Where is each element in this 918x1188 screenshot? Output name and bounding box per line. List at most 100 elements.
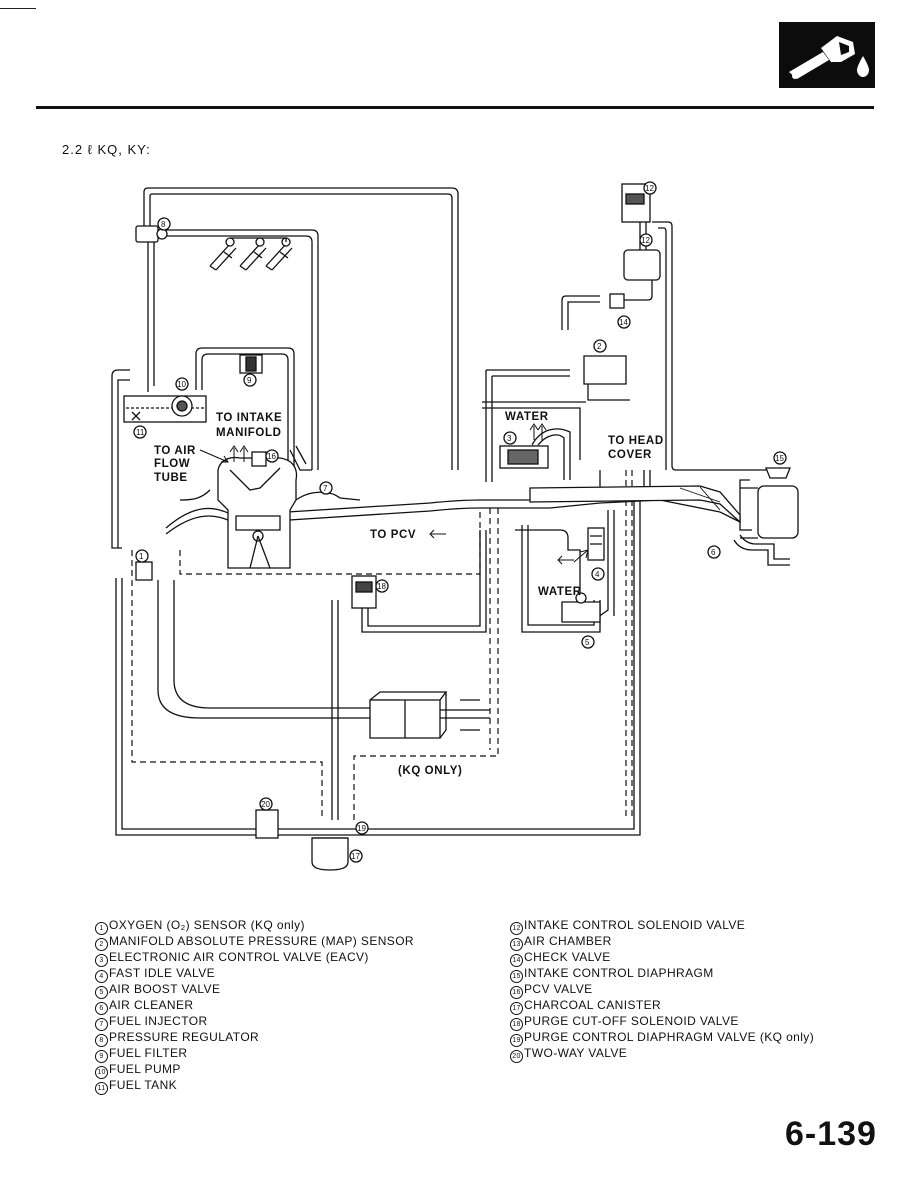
label-to-pcv: TO PCV [370, 529, 416, 541]
page-number: 6-139 [785, 1115, 877, 1153]
intake-control-diaphragm [765, 467, 791, 479]
intake-manifold-pipe [529, 485, 741, 524]
legend-number-badge: 19 [510, 1034, 523, 1047]
svg-text:11: 11 [136, 428, 145, 437]
svg-text:5: 5 [585, 638, 590, 647]
legend-label: PCV VALVE [524, 982, 593, 996]
svg-text:10: 10 [177, 380, 186, 389]
svg-text:3: 3 [507, 434, 512, 443]
svg-text:9: 9 [247, 376, 252, 385]
legend-label: PRESSURE REGULATOR [109, 1030, 260, 1044]
flow-arrows [199, 423, 589, 565]
svg-text:12: 12 [641, 236, 650, 245]
legend-number-badge: 16 [510, 986, 523, 999]
legend-number-badge: 12 [510, 922, 523, 935]
label-to-head-cover-2: COVER [608, 449, 652, 461]
map-sensor [583, 355, 630, 401]
legend-number-badge: 6 [95, 1002, 108, 1015]
legend-number-badge: 5 [95, 986, 108, 999]
legend-label: FAST IDLE VALVE [109, 966, 216, 980]
fuel-nozzle-icon [779, 22, 875, 88]
legend-number-badge: 1 [95, 922, 108, 935]
component-number-badges: 8 9 10 11 12 12 14 2 3 16 7 1 4 5 6 15 1… [133, 181, 787, 863]
legend-number-badge: 14 [510, 954, 523, 967]
legend-label: CHECK VALVE [524, 950, 611, 964]
legend-number-badge: 17 [510, 1002, 523, 1015]
legend-label: MANIFOLD ABSOLUTE PRESSURE (MAP) SENSOR [109, 934, 414, 948]
svg-text:6: 6 [711, 548, 716, 557]
svg-text:7: 7 [323, 484, 328, 493]
legend-number-badge: 18 [510, 1018, 523, 1031]
svg-text:20: 20 [261, 800, 270, 809]
air-chamber [623, 249, 661, 281]
svg-text:17: 17 [351, 852, 360, 861]
legend-label: FUEL FILTER [109, 1046, 188, 1060]
svg-text:8: 8 [161, 220, 166, 229]
svg-text:18: 18 [377, 582, 386, 591]
svg-text:16: 16 [267, 452, 276, 461]
svg-text:1: 1 [139, 552, 144, 561]
fuel-pressure-regulator [135, 225, 168, 243]
legend-number-badge: 2 [95, 938, 108, 951]
legend-label: INTAKE CONTROL DIAPHRAGM [524, 966, 714, 980]
legend-label: OXYGEN (O₂) SENSOR (KQ only) [109, 918, 305, 932]
vacuum-hose-diagram: 8 9 10 11 12 12 14 2 3 16 7 1 4 5 6 15 1… [100, 170, 820, 890]
fuel-filter [239, 354, 263, 374]
legend-number-badge: 8 [95, 1034, 108, 1047]
legend-label: INTAKE CONTROL SOLENOID VALVE [524, 918, 746, 932]
svg-text:19: 19 [357, 824, 366, 833]
svg-text:2: 2 [597, 342, 602, 351]
legend-label: CHARCOAL CANISTER [524, 998, 662, 1012]
kq-only-dashed-lines [131, 470, 633, 820]
label-kq-only: (KQ ONLY) [398, 765, 462, 777]
legend-label: PURGE CUT-OFF SOLENOID VALVE [524, 1014, 739, 1028]
pcv-valve [251, 451, 267, 467]
legend-number-badge: 4 [95, 970, 108, 983]
legend-number-badge: 10 [95, 1066, 108, 1079]
label-to-air-flow-tube-1: TO AIR [154, 445, 196, 457]
legend-label: FUEL INJECTOR [109, 1014, 208, 1028]
air-boost-valve [561, 592, 601, 623]
legend-number-badge: 20 [510, 1050, 523, 1063]
check-valve [609, 293, 625, 309]
engine-cylinder [179, 456, 361, 569]
label-to-intake-manifold-1: TO INTAKE [216, 412, 282, 424]
legend-label: FUEL TANK [109, 1078, 178, 1092]
label-to-air-flow-tube-2: FLOW [154, 458, 190, 470]
legend-label: ELECTRONIC AIR CONTROL VALVE (EACV) [109, 950, 369, 964]
fuel-tank [123, 395, 207, 423]
svg-text:14: 14 [619, 318, 628, 327]
two-way-valve [255, 809, 279, 839]
svg-text:4: 4 [595, 570, 600, 579]
air-cleaner [740, 485, 799, 539]
legend-label: TWO-WAY VALVE [524, 1046, 628, 1060]
eacv [499, 445, 549, 469]
fuel-injectors [209, 237, 293, 271]
legend-label: FUEL PUMP [109, 1062, 181, 1076]
legend-label: PURGE CONTROL DIAPHRAGM VALVE (KQ only) [524, 1030, 815, 1044]
oxygen-sensor [135, 561, 153, 581]
legend-label: AIR BOOST VALVE [109, 982, 221, 996]
legend-label: AIR CHAMBER [524, 934, 612, 948]
hose-routing [111, 187, 790, 836]
header-rule [36, 106, 874, 109]
label-to-intake-manifold-2: MANIFOLD [216, 427, 281, 439]
